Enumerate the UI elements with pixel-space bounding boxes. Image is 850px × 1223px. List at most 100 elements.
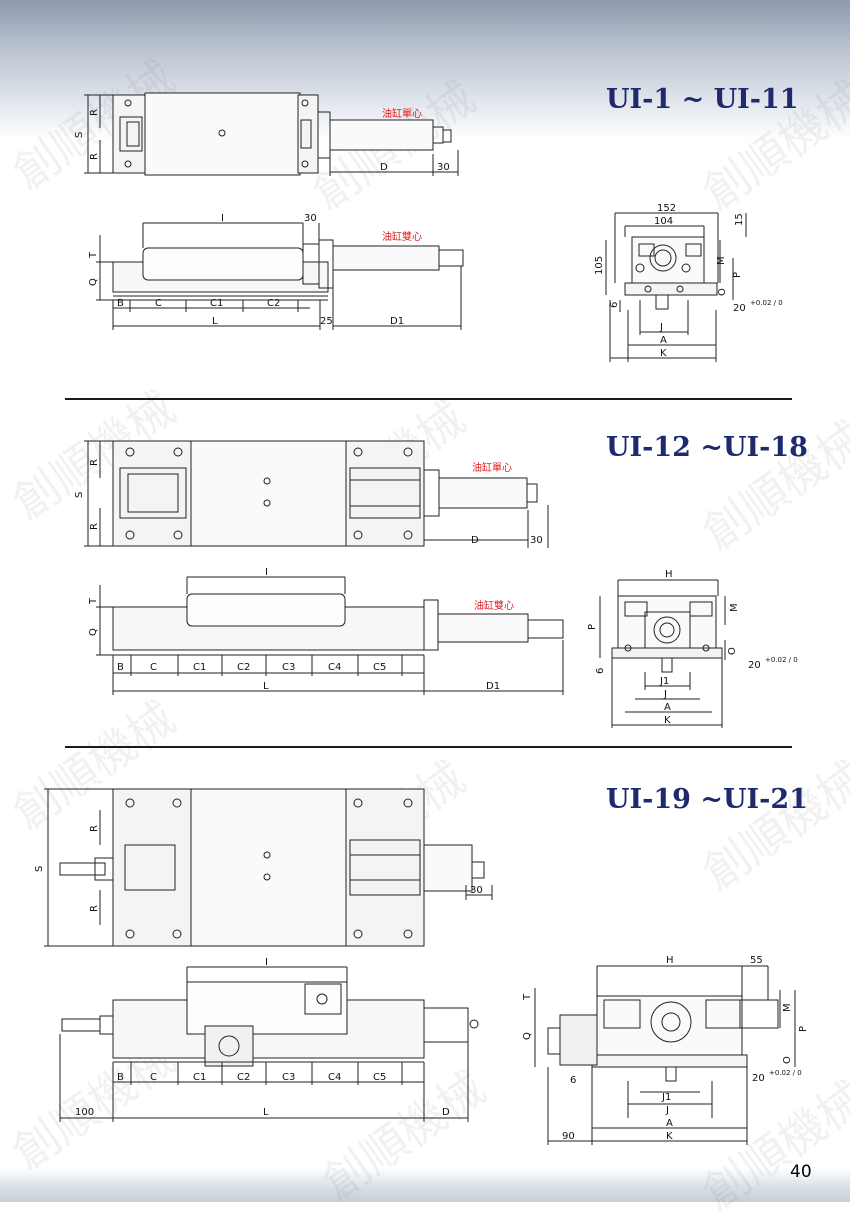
dim-R: R (89, 109, 100, 116)
dim-O: O (717, 288, 728, 296)
dim-P: P (732, 272, 743, 278)
dim-M: M (782, 1003, 793, 1012)
end-view-dims (599, 579, 726, 728)
dim-30: 30 (304, 213, 317, 224)
dim-Q: Q (88, 628, 99, 636)
end-view-dims (605, 212, 747, 362)
dim-15: 15 (734, 213, 745, 226)
dim-A: A (666, 1118, 673, 1129)
dim-90: 90 (562, 1131, 575, 1142)
dim-R: R (89, 905, 100, 912)
dim-C1: C1 (210, 298, 223, 309)
dim-25: 25 (320, 316, 333, 327)
dim-O: O (727, 647, 738, 655)
dim-P: P (798, 1026, 809, 1032)
dim-J1: J1 (661, 1092, 671, 1103)
dim-S: S (74, 132, 85, 138)
dim-C4: C4 (328, 662, 341, 673)
dim-L: L (212, 316, 218, 327)
section-divider (65, 746, 792, 748)
dim-L: L (263, 1107, 269, 1118)
top-view-dims (84, 440, 549, 548)
dim-C1: C1 (193, 1072, 206, 1083)
dim-M: M (716, 256, 727, 265)
dim-M: M (729, 603, 740, 612)
dim-6: 6 (595, 668, 606, 674)
dim-K: K (664, 715, 671, 726)
dim-D: D (442, 1107, 450, 1118)
dim-K: K (660, 348, 667, 359)
section-title-ui-19-21: UI-19 ~UI-21 (606, 784, 808, 815)
dim-J: J (663, 689, 667, 700)
dim-152: 152 (657, 203, 676, 214)
dim-6: 6 (570, 1075, 576, 1086)
dim-R: R (89, 523, 100, 530)
dim-C5: C5 (373, 1072, 386, 1083)
top-view-dims (84, 94, 459, 176)
dim-D: D (380, 162, 388, 173)
dim-B: B (117, 662, 124, 673)
dim-C5: C5 (373, 662, 386, 673)
dim-S: S (74, 492, 85, 498)
section-divider (65, 398, 792, 400)
dim-O: O (782, 1056, 793, 1064)
dim-30: 30 (437, 162, 450, 173)
dim-C3: C3 (282, 1072, 295, 1083)
slot-tolerance: +0.02 / 0 (769, 1069, 802, 1077)
dim-C2: C2 (237, 1072, 250, 1083)
dim-T: T (522, 993, 533, 1001)
dim-I: I (265, 567, 268, 578)
dim-C4: C4 (328, 1072, 341, 1083)
end-view-dims (534, 965, 796, 1145)
top-view-ui-1-11 (112, 92, 452, 176)
slot-width: 20 (752, 1073, 765, 1084)
section-title-ui-1-11: UI-1 ~ UI-11 (606, 84, 799, 115)
dim-J1: J1 (659, 676, 669, 687)
dim-105: 105 (594, 256, 605, 275)
dim-C: C (150, 1072, 157, 1083)
slot-width: 20 (733, 303, 746, 314)
dim-C: C (150, 662, 157, 673)
top-view-dims (44, 788, 493, 947)
top-view-ui-19-21 (59, 788, 485, 947)
dim-T: T (88, 251, 99, 259)
dim-100: 100 (75, 1107, 94, 1118)
dim-C1: C1 (193, 662, 206, 673)
dim-K: K (666, 1131, 673, 1142)
slot-tolerance: +0.02 / 0 (750, 299, 783, 307)
dim-I: I (221, 213, 224, 224)
end-view-ui-1-11 (624, 236, 718, 310)
dim-S: S (34, 866, 45, 872)
dim-Q: Q (522, 1032, 533, 1040)
side-view-dims (96, 576, 564, 695)
dim-B: B (117, 1072, 124, 1083)
dim-R: R (89, 825, 100, 832)
dim-A: A (664, 702, 671, 713)
page-number: 40 (790, 1162, 812, 1182)
dim-C: C (155, 298, 162, 309)
slot-width: 20 (748, 660, 761, 671)
end-view-ui-19-21 (547, 995, 779, 1082)
dim-D: D (471, 535, 479, 546)
dim-L: L (263, 681, 269, 692)
side-view-dims (59, 966, 469, 1122)
dim-30: 30 (530, 535, 543, 546)
footer-band (0, 1168, 850, 1202)
dim-H: H (666, 955, 674, 966)
section-title-ui-12-18: UI-12 ~UI-18 (606, 432, 808, 463)
dim-Q: Q (88, 278, 99, 286)
dim-T: T (88, 597, 99, 605)
double-cylinder-label: 油缸雙心 (382, 230, 422, 243)
dim-I: I (265, 957, 268, 968)
dim-J: J (665, 1105, 669, 1116)
dim-A: A (660, 335, 667, 346)
dim-104: 104 (654, 216, 673, 227)
side-view-ui-19-21 (61, 981, 479, 1067)
dim-C2: C2 (237, 662, 250, 673)
side-view-dims (96, 222, 462, 330)
double-cylinder-label: 油缸雙心 (474, 599, 514, 612)
dim-D1: D1 (390, 316, 404, 327)
single-cylinder-label: 油缸單心 (382, 107, 422, 120)
dim-J: J (659, 322, 663, 333)
